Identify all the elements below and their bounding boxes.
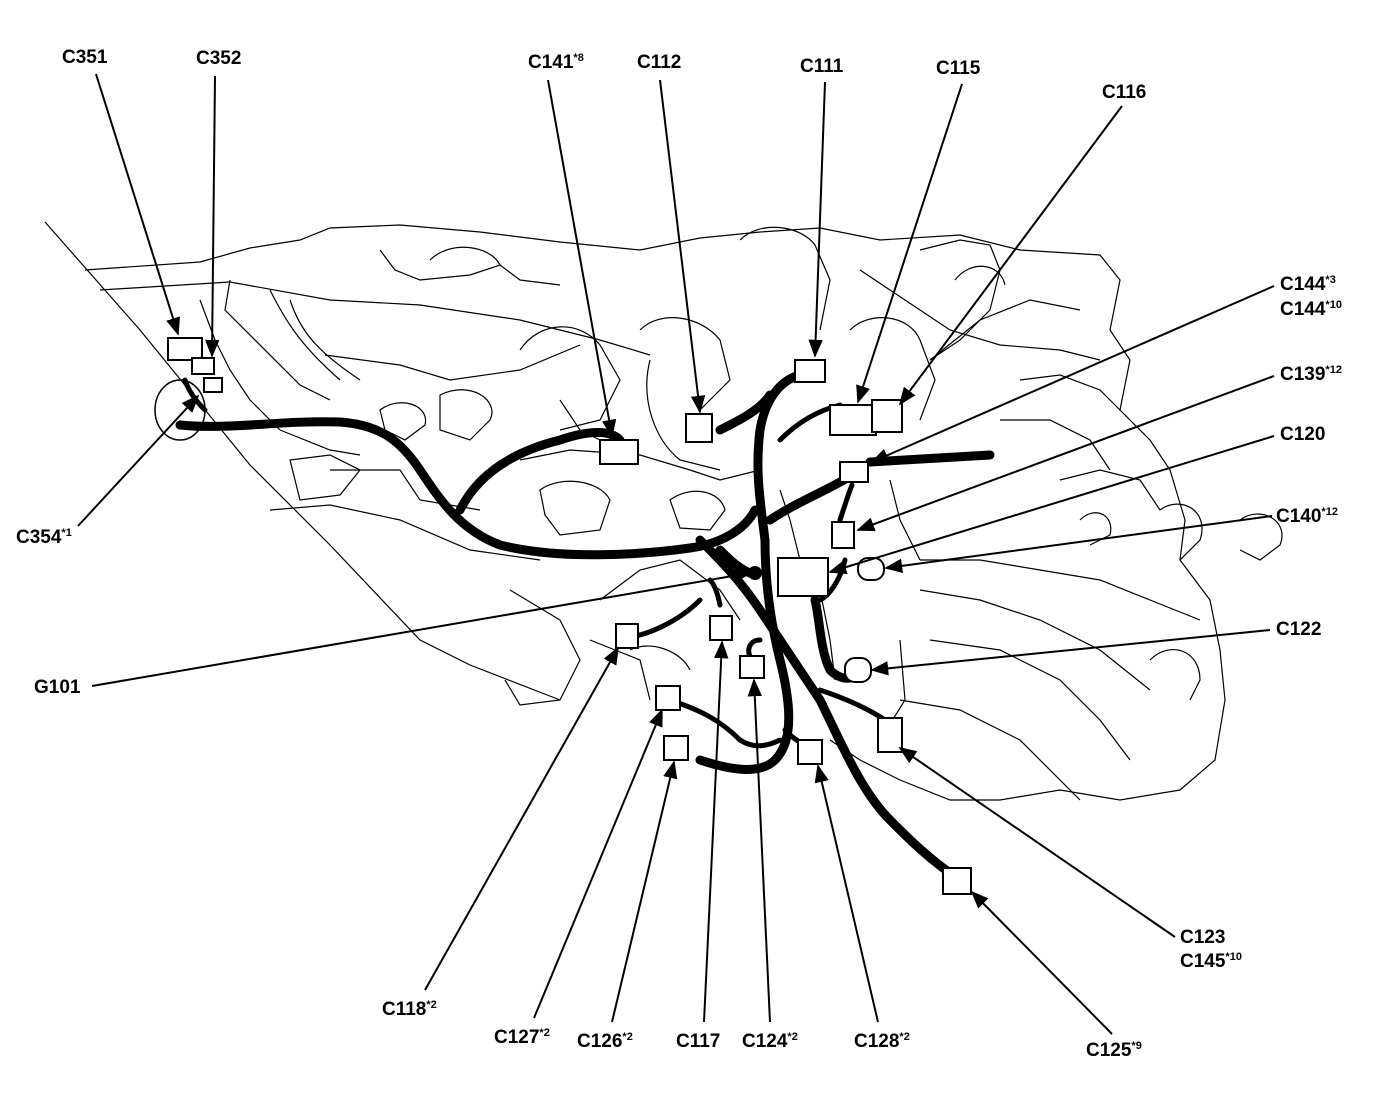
label-c351: C351 (62, 47, 108, 68)
connector-c123 (877, 717, 903, 753)
label-c144-10: C144*10 (1280, 299, 1342, 320)
connector-c118 (615, 623, 639, 649)
label-c118: C118*2 (382, 999, 437, 1020)
label-c111: C111 (800, 56, 844, 77)
ground-g101 (748, 566, 762, 580)
label-c124: C124*2 (742, 1031, 798, 1052)
connector-c125 (942, 867, 972, 895)
label-c145: C145*10 (1180, 951, 1242, 972)
connectors (167, 337, 972, 895)
connector-c352 (191, 357, 215, 375)
connector-c139 (831, 521, 855, 549)
label-c141: C141*8 (528, 52, 584, 73)
connector-c126 (663, 735, 689, 761)
connector-c115 (829, 404, 877, 436)
c354-ground-circle (154, 379, 206, 441)
leader-lines (77, 73, 1275, 1035)
label-g101: G101 (34, 677, 81, 698)
label-c120: C120 (1280, 424, 1325, 445)
label-c116: C116 (1102, 82, 1146, 103)
label-c144-3: C144*3 (1280, 274, 1336, 295)
label-c127: C127*2 (494, 1027, 550, 1048)
label-c123: C123 (1180, 927, 1225, 948)
connector-c124 (739, 655, 765, 679)
connector-c144 (839, 461, 869, 483)
connector-c351 (167, 337, 203, 361)
label-c125: C125*9 (1086, 1040, 1142, 1061)
labels: C351 C352 C141*8 C112 C111 C115 C116 C14… (16, 47, 1342, 1061)
label-c128: C128*2 (854, 1031, 910, 1052)
label-c122: C122 (1276, 619, 1321, 640)
connector-c352b (203, 377, 223, 393)
connector-c140 (857, 557, 885, 581)
connector-c120 (777, 557, 829, 597)
label-c354: C354*1 (16, 527, 72, 548)
connector-c122 (844, 657, 872, 683)
connector-c111 (794, 359, 826, 383)
label-c139: C139*12 (1280, 364, 1342, 385)
label-c126: C126*2 (577, 1031, 633, 1052)
connector-c128 (797, 739, 823, 765)
engine-outline (44, 221, 1283, 801)
connector-c127 (655, 685, 681, 711)
label-c115: C115 (936, 58, 981, 79)
connector-c116 (871, 399, 903, 433)
connector-c141 (599, 439, 639, 465)
connector-c112 (685, 413, 713, 443)
label-c117: C117 (676, 1031, 720, 1052)
label-c112: C112 (637, 52, 681, 73)
connector-c117 (709, 615, 733, 641)
label-c352: C352 (196, 48, 241, 69)
label-c140: C140*12 (1276, 506, 1338, 527)
